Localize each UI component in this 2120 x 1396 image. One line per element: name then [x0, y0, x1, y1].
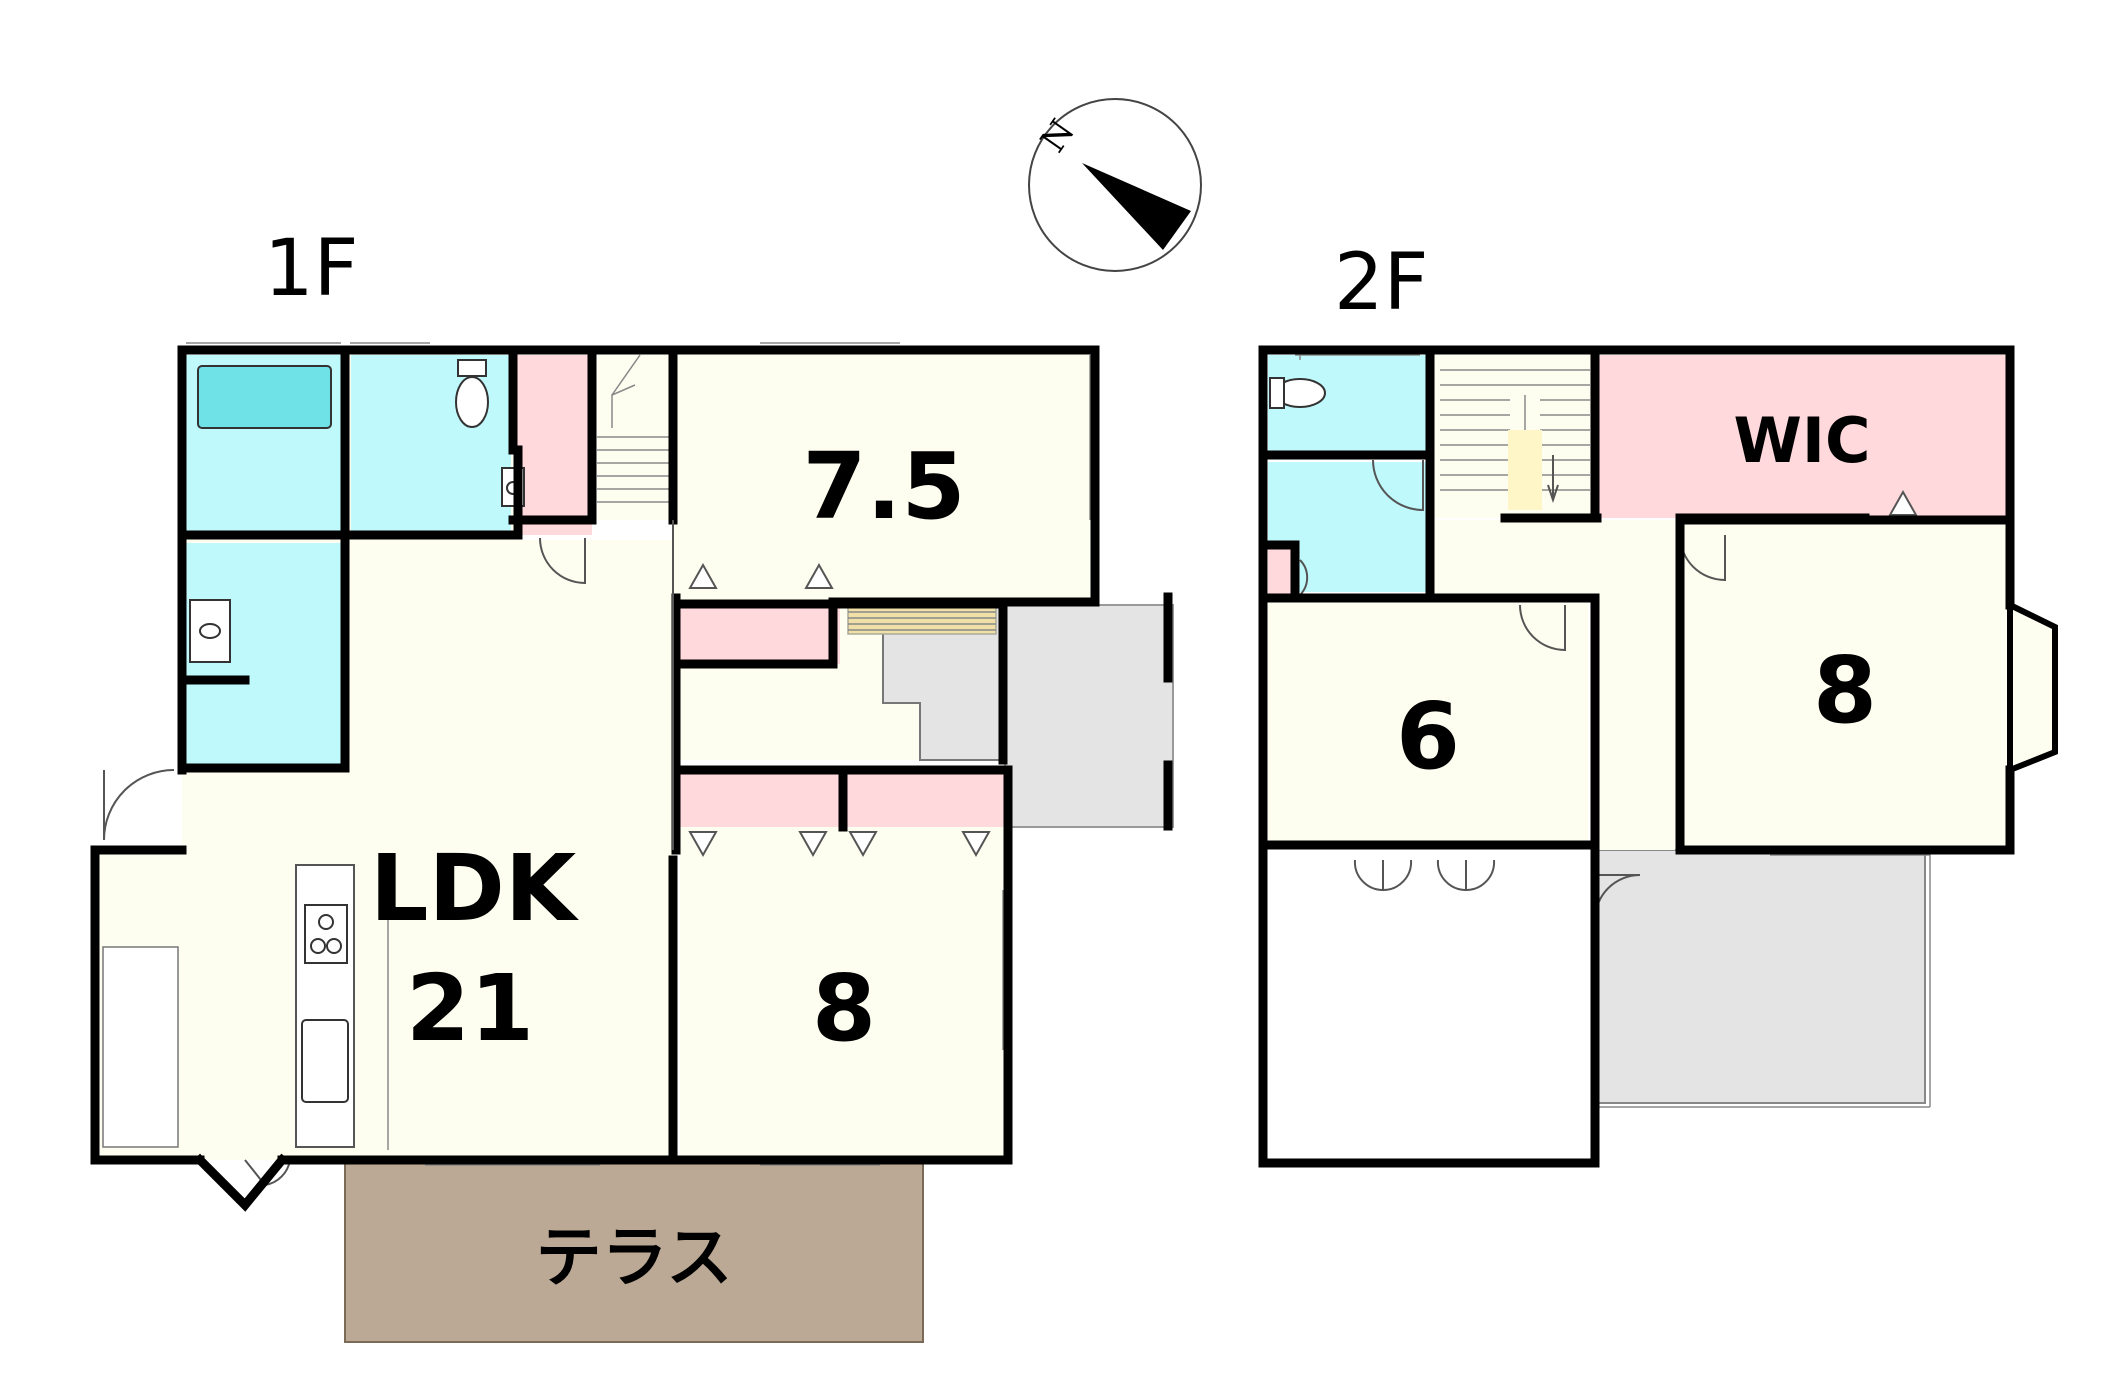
closet-hall	[680, 604, 840, 664]
wic-label: WIC	[1734, 404, 1871, 477]
door-swings-2f	[1299, 459, 1918, 921]
room-6-size: 6	[1396, 683, 1460, 790]
terrace: テラス	[344, 1159, 924, 1343]
room-6: 6	[1268, 603, 1588, 848]
walls-2f	[1258, 345, 2015, 1168]
room-7-5-size: 7.5	[803, 433, 966, 540]
balcony-2f	[1594, 849, 1926, 1104]
room-8-2f-floor	[1680, 525, 2010, 845]
room-8-2f: 8	[1680, 525, 2058, 845]
storage-2f-small	[1268, 548, 1293, 596]
room-7-5: 7.5	[680, 352, 1090, 598]
first-floor: テラス 7.5 8	[90, 342, 1174, 1343]
compass-needle-icon	[1082, 163, 1191, 250]
room-8-1f-floor	[680, 773, 1008, 1163]
cooktop-icon	[304, 904, 348, 964]
door-swings-1f	[103, 537, 991, 1187]
walls-1f	[90, 345, 1100, 1212]
kitchen-sink-icon	[301, 1019, 349, 1103]
bay-window	[2007, 600, 2058, 775]
floor-label-1f: 1F	[264, 224, 359, 314]
closet-room-8-right	[846, 773, 1006, 827]
room-8-1f: 8	[680, 773, 1008, 1163]
floor-label-2f: 2F	[1334, 238, 1429, 328]
toilet-tank-icon-1f	[457, 359, 487, 377]
closet-room-8-left	[680, 773, 840, 827]
room-8-2f-size: 8	[1813, 637, 1877, 744]
wic-floor	[1597, 355, 2007, 518]
storage-under-stairs	[514, 355, 592, 535]
second-floor: WIC	[1258, 345, 2058, 1168]
compass: N	[1028, 98, 1202, 272]
wic: WIC	[1597, 355, 2007, 518]
fridge-space	[102, 946, 179, 1148]
terrace-label: テラス	[536, 1219, 733, 1296]
kitchen	[295, 864, 389, 1150]
wash-basin-icon	[189, 599, 231, 663]
toilet-tank-icon-2f	[1269, 377, 1285, 409]
hallway-2f	[1430, 520, 1675, 850]
porch-area	[1004, 604, 1174, 828]
ldk-label: LDK	[370, 835, 580, 942]
room-6-floor	[1268, 603, 1588, 848]
bathtub-icon	[197, 365, 332, 429]
ldk-size: 21	[406, 955, 534, 1062]
staircase-1f	[597, 354, 673, 520]
toilet-1f-floor	[351, 355, 511, 537]
terrace-area	[344, 1159, 924, 1343]
staircase-2f	[1433, 355, 1593, 518]
toilet-icon-1f	[455, 376, 489, 428]
room-7-5-floor	[680, 352, 1090, 598]
room-8-1f-size: 8	[812, 955, 876, 1062]
